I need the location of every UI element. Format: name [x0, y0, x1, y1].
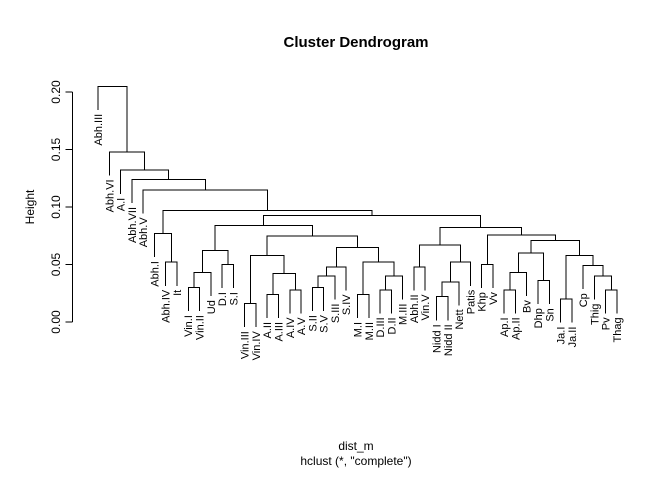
leaf-label: Pv: [601, 317, 613, 330]
leaf-label: D.II: [386, 317, 398, 334]
y-axis-tick-label: 0.10: [49, 195, 63, 219]
leaf-label: Abh.VII: [127, 207, 139, 243]
leaf-label: Vv: [488, 292, 500, 305]
leaf-label: Bv: [522, 300, 534, 313]
leaf-label: D.III: [375, 317, 387, 337]
leaf-label: It: [172, 290, 184, 296]
leaf-label: Thag: [612, 317, 624, 342]
merge-link: [413, 266, 426, 291]
leaf-label: Vin.V: [420, 294, 432, 321]
merge-link: [153, 232, 172, 263]
leaf-label: Abh.II: [409, 294, 421, 323]
merge-link: [379, 289, 392, 314]
leaf-label: Abh.I: [149, 261, 161, 287]
merge-link: [537, 280, 550, 305]
leaf-label: S.V: [319, 314, 331, 332]
leaf-label: Cp: [578, 293, 590, 307]
merge-link: [97, 85, 128, 152]
merge-link: [221, 264, 234, 289]
leaf-label: Vin.IV: [251, 331, 263, 361]
leaf-label: A.V: [296, 317, 308, 335]
leaf-label: Abh.III: [93, 114, 105, 146]
leaf-label: A.IV: [285, 317, 297, 338]
leaf-label: Ap.I: [499, 317, 511, 337]
merge-link: [441, 281, 460, 306]
merge-link: [385, 275, 404, 300]
merge-link: [326, 266, 347, 291]
merge-link: [565, 254, 594, 299]
leaf-label: Vin.III: [240, 331, 252, 359]
leaf-label: A.III: [274, 322, 286, 342]
leaf-label: Vin.I: [183, 315, 195, 337]
merge-link: [486, 234, 556, 265]
merge-link: [289, 289, 302, 314]
y-axis-tick-label: 0.00: [49, 310, 63, 334]
merge-link: [266, 235, 358, 256]
leaf-label: Nidd I: [431, 324, 443, 353]
leaf-label: Sn: [544, 308, 556, 321]
leaf-label: Abh.VI: [104, 179, 116, 212]
leaf-label: Thig: [589, 304, 601, 325]
x-axis-caption-line1: dist_m: [338, 439, 374, 453]
leaf-label: M.III: [398, 304, 410, 325]
y-axis: 0.00 0.05 0.10 0.15 0.20: [49, 80, 73, 334]
leaf-label: Khp: [477, 292, 489, 312]
x-axis-caption-line2: hclust (*, "complete"): [300, 454, 412, 468]
merge-link: [419, 244, 461, 267]
leaf-label: A.I: [116, 198, 128, 211]
merge-link: [517, 252, 545, 281]
y-axis-tick-label: 0.05: [49, 252, 63, 276]
dendrogram-links: [97, 85, 618, 328]
leaf-label: M.I: [353, 322, 365, 337]
leaf-label: S.III: [330, 304, 342, 324]
merge-link: [165, 261, 178, 286]
leaf-label: D.I: [217, 292, 229, 306]
merge-link: [509, 272, 528, 297]
merge-link: [201, 250, 229, 273]
merge-link: [605, 289, 618, 314]
leaf-label: Abh.V: [138, 217, 150, 248]
merge-link: [266, 293, 279, 318]
merge-link: [481, 264, 494, 289]
leaf-label: Ud: [206, 300, 218, 314]
merge-link: [335, 246, 380, 267]
merge-link: [272, 273, 296, 295]
leaf-label: Nett: [454, 309, 466, 329]
merge-link: [560, 298, 573, 323]
merge-link: [108, 151, 146, 176]
leaf-label: S.IV: [341, 294, 353, 315]
merge-link: [311, 287, 325, 312]
merge-link: [193, 272, 212, 297]
y-axis-tick-label: 0.20: [49, 80, 63, 104]
leaf-label: Patis: [465, 289, 477, 314]
merge-link: [244, 303, 257, 328]
merge-link: [436, 296, 449, 321]
merge-link: [357, 293, 370, 318]
leaf-label: S.I: [228, 292, 240, 305]
leaf-label: Nidd II: [443, 324, 455, 356]
leaf-label: Vin.II: [195, 315, 207, 340]
merge-link: [503, 289, 516, 314]
leaf-label: M.II: [364, 322, 376, 340]
leaf-label: Ap.II: [510, 317, 522, 340]
leaf-label: S.II: [307, 315, 319, 332]
merge-link: [142, 189, 268, 214]
merge-link: [439, 227, 522, 245]
leaf-label: Abh.IV: [161, 289, 173, 323]
merge-link: [593, 275, 612, 300]
leaf-label: Ja.II: [567, 327, 579, 348]
merge-link: [214, 224, 313, 251]
leaf-label: Dhp: [533, 308, 545, 328]
chart-title: Cluster Dendrogram: [283, 34, 429, 51]
merge-link: [582, 265, 604, 290]
merge-link: [187, 287, 200, 312]
leaf-label: A.II: [262, 322, 274, 339]
leaf-label: Ja.I: [556, 327, 568, 345]
y-axis-tick-label: 0.15: [49, 137, 63, 161]
merge-link: [162, 209, 373, 234]
